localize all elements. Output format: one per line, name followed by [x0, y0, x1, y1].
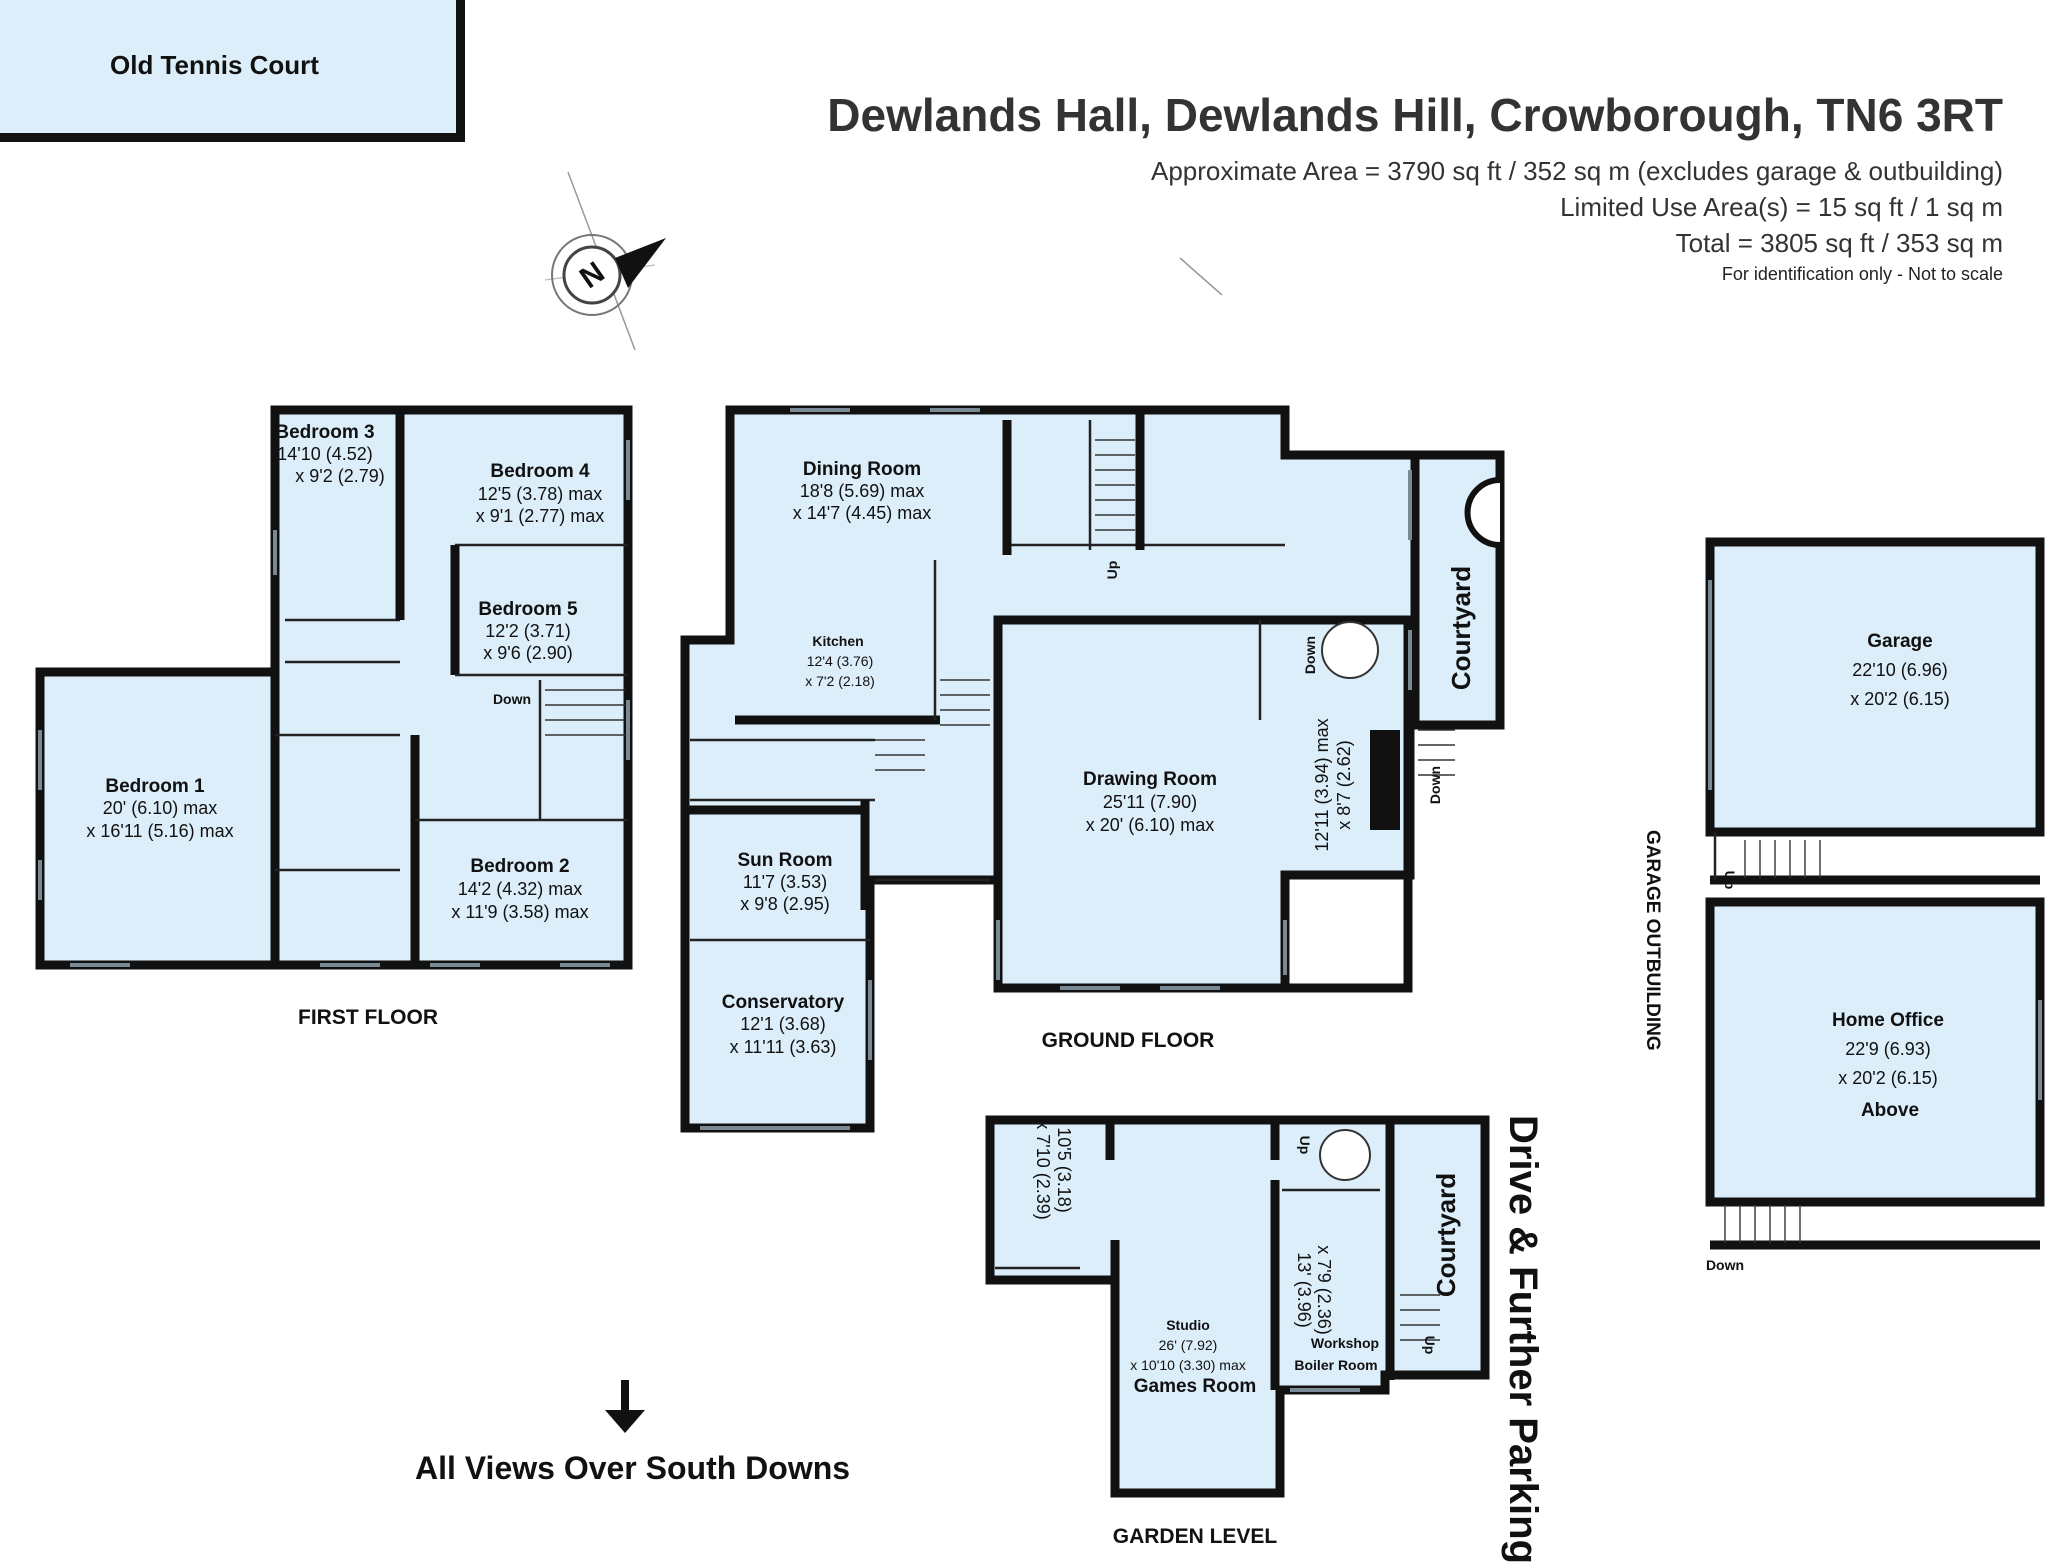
- home-office-above: Above: [1861, 1100, 1919, 1121]
- garage-outbuilding-label: GARAGE OUTBUILDING: [1642, 830, 1663, 1051]
- kitchen-name: Kitchen: [812, 633, 863, 649]
- bedroom1-dim2: x 16'11 (5.16) max: [86, 821, 233, 841]
- garden-side-dim2: x 7'10 (2.39): [1033, 1120, 1053, 1220]
- courtyard-label: Courtyard: [1446, 566, 1476, 690]
- approx-area-text: Approximate Area = 3790 sq ft / 352 sq m…: [1150, 156, 2003, 186]
- decor-line: [1179, 257, 1223, 296]
- garage-dim1: 22'10 (6.96): [1852, 660, 1948, 680]
- bedroom5-dim2: x 9'6 (2.90): [483, 643, 572, 663]
- south-arrow-icon: [605, 1380, 645, 1433]
- address-title: Dewlands Hall, Dewlands Hill, Crowboroug…: [827, 89, 2003, 141]
- home-office-dim2: x 20'2 (6.15): [1838, 1068, 1938, 1088]
- first-floor-down-label: Down: [493, 691, 531, 707]
- workshop-dim2: x 7'9 (2.36): [1314, 1245, 1334, 1334]
- bedroom4-name: Bedroom 4: [490, 461, 590, 482]
- dining-room-dim1: 18'8 (5.69) max: [800, 481, 925, 501]
- garden-level-plan: 10'5 (3.18) x 7'10 (2.39) Up 13' (3.96) …: [985, 1115, 1490, 1548]
- games-room-name: Games Room: [1134, 1376, 1256, 1397]
- drawing-side-dim1: 12'11 (3.94) max: [1312, 718, 1332, 851]
- garage-dim2: x 20'2 (6.15): [1850, 689, 1950, 709]
- garden-side-dim1: 10'5 (3.18): [1054, 1127, 1074, 1213]
- drawing-room-dim1: 25'11 (7.90): [1103, 792, 1197, 812]
- plan-header: Dewlands Hall, Dewlands Hill, Crowboroug…: [827, 88, 2003, 285]
- dining-room-dim2: x 14'7 (4.45) max: [793, 503, 932, 523]
- bedroom4-dim1: 12'5 (3.78) max: [478, 484, 603, 504]
- home-office-name: Home Office: [1832, 1010, 1944, 1031]
- studio-dim1: 26' (7.92): [1159, 1337, 1218, 1353]
- bedroom2-dim2: x 11'9 (3.58) max: [451, 902, 588, 922]
- bedroom3-dim2: x 9'2 (2.79): [295, 466, 384, 486]
- studio-name: Studio: [1166, 1317, 1210, 1333]
- bedroom2-dim1: 14'2 (4.32) max: [458, 879, 583, 899]
- limited-use-text: Limited Use Area(s) = 15 sq ft / 1 sq m: [1560, 192, 2003, 222]
- bedroom3-dim1: 14'10 (4.52): [277, 444, 373, 464]
- kitchen-dim1: 12'4 (3.76): [807, 653, 874, 669]
- bedroom1-name: Bedroom 1: [105, 776, 205, 797]
- garden-level-label: GARDEN LEVEL: [1113, 1525, 1278, 1548]
- drawing-room-dim2: x 20' (6.10) max: [1086, 815, 1215, 835]
- sunroom-dim2: x 9'8 (2.95): [740, 894, 829, 914]
- old-tennis-court-label: Old Tennis Court: [110, 50, 319, 80]
- conservatory-dim2: x 11'11 (3.63): [730, 1037, 837, 1057]
- home-office-dim1: 22'9 (6.93): [1845, 1039, 1931, 1059]
- first-floor-label: FIRST FLOOR: [298, 1006, 438, 1029]
- conservatory-dim1: 12'1 (3.68): [740, 1014, 826, 1034]
- old-tennis-court-area: Old Tennis Court: [0, 0, 465, 142]
- ground-up-label: Up: [1104, 561, 1120, 580]
- first-floor-plan: Bedroom 3 14'10 (4.52) x 9'2 (2.79) Bedr…: [35, 405, 633, 1029]
- garage-name: Garage: [1867, 631, 1932, 652]
- ground-floor-plan: Dining Room 18'8 (5.69) max x 14'7 (4.45…: [680, 405, 1505, 1133]
- views-caption: All Views Over South Downs: [415, 1450, 851, 1486]
- kitchen-dim2: x 7'2 (2.18): [805, 673, 875, 689]
- drawing-down-label: Down: [1302, 636, 1318, 674]
- boiler-room-name: Boiler Room: [1294, 1357, 1377, 1373]
- garage-outbuilding-plan: Up Garage 22'10 (6.96) x 20'2 (6.15) Dow…: [1705, 537, 2045, 1273]
- office-down-label: Down: [1706, 1257, 1744, 1273]
- sunroom-name: Sun Room: [738, 850, 833, 871]
- studio-dim2: x 10'10 (3.30) max: [1130, 1357, 1246, 1373]
- bedroom5-dim1: 12'2 (3.71): [485, 621, 571, 641]
- drawing-room-name: Drawing Room: [1083, 769, 1217, 790]
- bedroom3-name: Bedroom 3: [275, 422, 374, 443]
- courtyard2-label: Courtyard: [1431, 1173, 1461, 1297]
- courtyard2-up-label: Up: [1422, 1336, 1438, 1355]
- courtyard-down-label: Down: [1427, 766, 1443, 804]
- sunroom-dim1: 11'7 (3.53): [743, 872, 827, 892]
- conservatory-name: Conservatory: [722, 992, 845, 1013]
- garage-up-label: Up: [1722, 871, 1738, 890]
- dining-room-name: Dining Room: [803, 459, 921, 480]
- drive-parking-label: Drive & Further Parking: [1501, 1115, 1545, 1564]
- bedroom4-dim2: x 9'1 (2.77) max: [476, 506, 605, 526]
- workshop-name: Workshop: [1311, 1335, 1379, 1351]
- workshop-dim1: 13' (3.96): [1294, 1252, 1314, 1327]
- garden-up-label: Up: [1297, 1136, 1313, 1155]
- bedroom1-dim1: 20' (6.10) max: [103, 798, 218, 818]
- drawing-side-dim2: x 8'7 (2.62): [1334, 740, 1354, 829]
- compass-icon: N: [544, 171, 666, 351]
- disclaimer-text: For identification only - Not to scale: [1721, 264, 2003, 284]
- bedroom2-name: Bedroom 2: [470, 856, 569, 877]
- bedroom5-name: Bedroom 5: [478, 599, 578, 620]
- ground-floor-label: GROUND FLOOR: [1042, 1029, 1215, 1052]
- total-area-text: Total = 3805 sq ft / 353 sq m: [1675, 228, 2003, 258]
